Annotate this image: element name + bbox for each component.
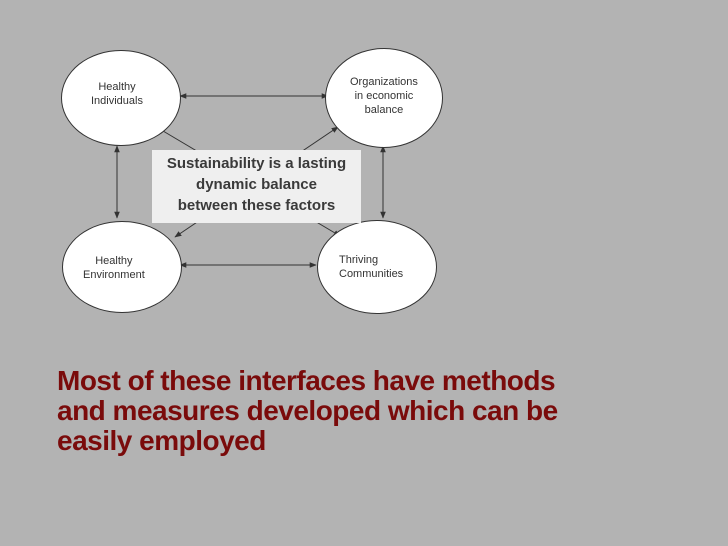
node-healthy-environment: Healthy Environment [62, 221, 182, 313]
slide-caption: Most of these interfaces have methods an… [57, 365, 558, 456]
node-label: Healthy Individuals [91, 81, 143, 107]
node-label: Thriving Communities [339, 254, 404, 280]
node-healthy-individuals: Healthy Individuals [61, 50, 181, 146]
node-thriving-communities: Thriving Communities [317, 220, 437, 314]
node-label: Organizations in economic balance [350, 76, 418, 116]
sustainability-callout: Sustainability is a lasting dynamic bala… [152, 150, 361, 223]
node-organizations: Organizations in economic balance [325, 48, 443, 148]
node-label: Healthy Environment [83, 255, 145, 281]
